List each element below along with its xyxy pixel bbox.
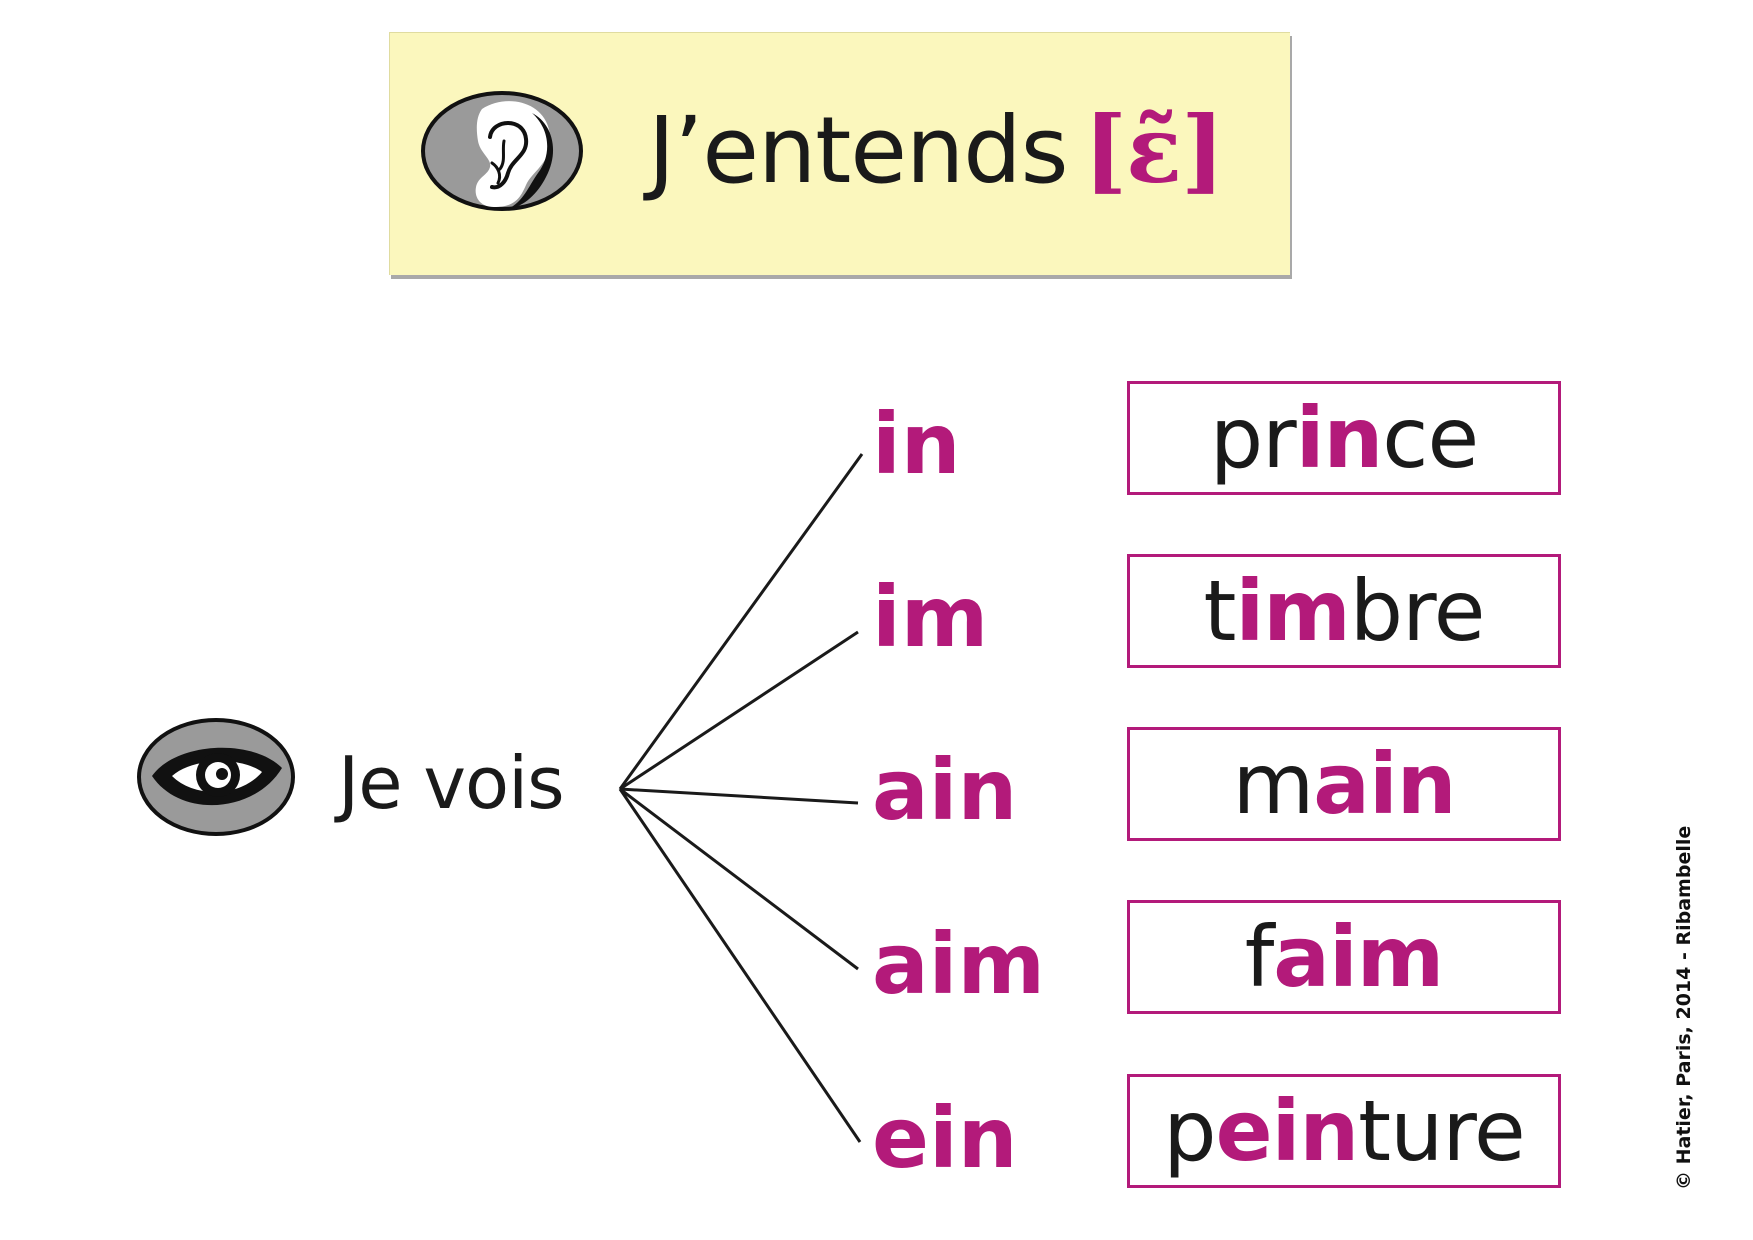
word-part: ture [1358, 1082, 1526, 1180]
word-prince: prince [1209, 388, 1479, 488]
eye-icon [137, 718, 295, 836]
word-box-timbre: timbre [1127, 554, 1561, 668]
word-box-prince: prince [1127, 381, 1561, 495]
connector-line-ain [619, 787, 859, 805]
word-part-highlight: im [1235, 562, 1350, 660]
word-part: ce [1382, 389, 1479, 487]
grapheme-in: in [872, 395, 961, 493]
word-timbre: timbre [1203, 561, 1486, 661]
word-part: pr [1209, 389, 1297, 487]
word-part-highlight: aim [1273, 908, 1444, 1006]
copyright-notice: © Hatier, Paris, 2014 - Ribambelle [1673, 825, 1695, 1190]
word-box-faim: faim [1127, 900, 1561, 1014]
word-part-highlight: in [1295, 389, 1384, 487]
title-banner: J’entends[ɛ̃] [389, 32, 1290, 275]
je-vois-label: Je vois [338, 741, 565, 825]
word-peinture: peinture [1163, 1081, 1526, 1181]
grapheme-im: im [872, 568, 989, 666]
word-part: bre [1349, 562, 1486, 660]
connector-line-ein [618, 788, 862, 1143]
word-main: main [1232, 734, 1456, 834]
title-text: J’entends [648, 97, 1069, 204]
word-part: m [1232, 735, 1314, 833]
word-part: f [1244, 908, 1275, 1006]
word-part: p [1163, 1082, 1216, 1180]
word-box-peinture: peinture [1127, 1074, 1561, 1188]
connector-line-aim [619, 787, 859, 971]
word-part-highlight: ain [1313, 735, 1456, 833]
grapheme-aim: aim [872, 915, 1046, 1013]
word-part: t [1203, 562, 1237, 660]
grapheme-ein: ein [872, 1089, 1018, 1187]
connector-line-im [619, 630, 859, 791]
page-title: J’entends[ɛ̃] [648, 95, 1225, 206]
word-box-main: main [1127, 727, 1561, 841]
word-part-highlight: ein [1215, 1082, 1360, 1180]
word-faim: faim [1244, 907, 1445, 1007]
phoneme-symbol: [ɛ̃] [1083, 96, 1225, 204]
grapheme-ain: ain [872, 741, 1018, 839]
connector-line-in [618, 453, 864, 790]
ear-icon [421, 91, 583, 211]
